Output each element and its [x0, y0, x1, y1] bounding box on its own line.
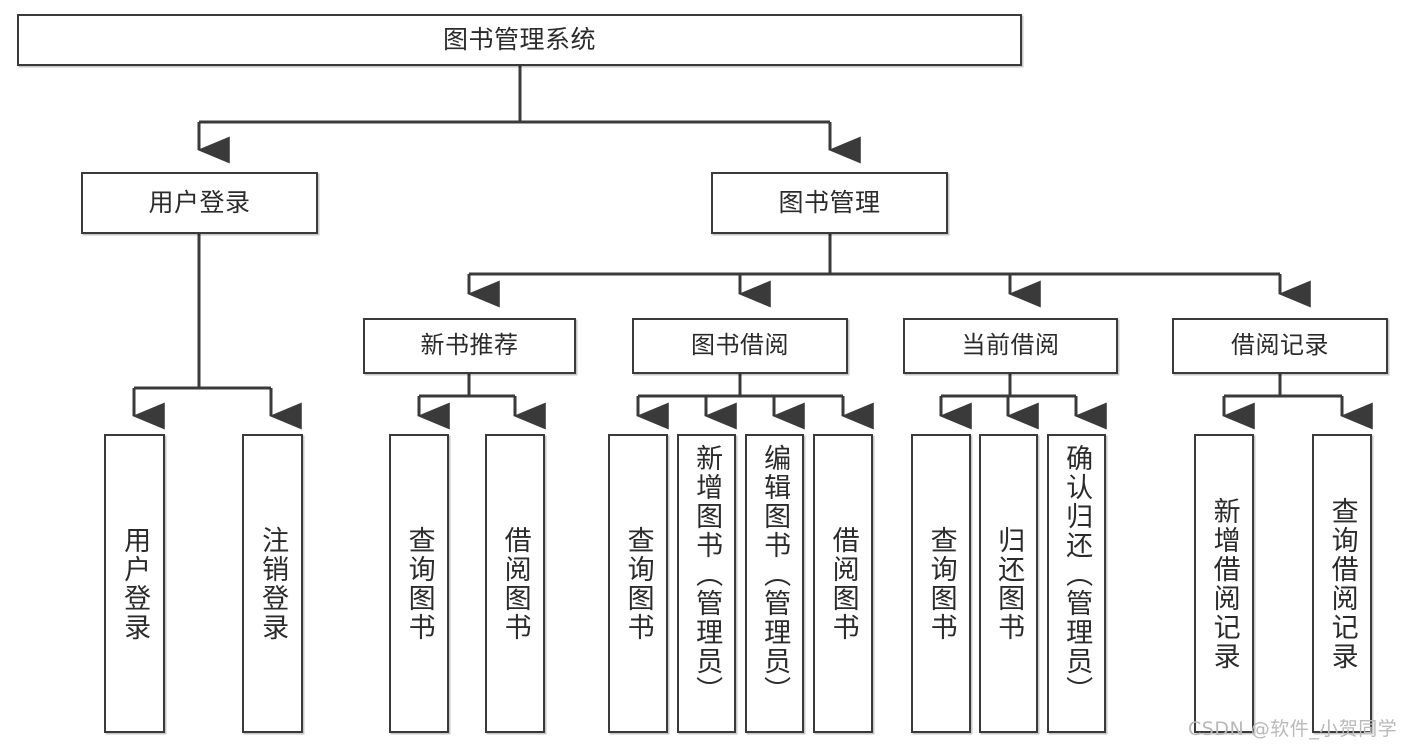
- node-label: 新书推荐: [420, 331, 519, 360]
- node-label: 图书借阅: [691, 331, 789, 360]
- node-current-borrow[interactable]: 当前借阅: [903, 318, 1118, 374]
- node-borrow-record[interactable]: 借阅记录: [1172, 318, 1388, 374]
- node-label: 查询图书: [925, 525, 957, 642]
- node-label: 借阅记录: [1231, 331, 1329, 360]
- node-label: 查询图书: [403, 525, 435, 642]
- leaf-query-book-borrow[interactable]: 查询图书: [608, 434, 668, 733]
- node-label: 用户登录: [148, 187, 251, 217]
- node-user-login[interactable]: 用户登录: [81, 172, 318, 234]
- leaf-user-login[interactable]: 用户登录: [104, 434, 165, 733]
- node-new-book-recommend[interactable]: 新书推荐: [363, 318, 576, 374]
- leaf-borrow-book[interactable]: 借阅图书: [813, 434, 873, 733]
- node-label: 注销登录: [257, 525, 289, 642]
- leaf-add-borrow-record[interactable]: 新增借阅记录: [1194, 434, 1254, 733]
- node-label: 查询图书: [622, 525, 654, 642]
- node-label: 新增借阅记录: [1208, 496, 1240, 671]
- node-label: 编辑图书（管理员）: [759, 444, 791, 705]
- node-label: 查询借阅记录: [1326, 496, 1358, 671]
- node-label: 用户登录: [119, 525, 151, 642]
- node-label: 图书管理: [778, 187, 881, 217]
- node-root-system[interactable]: 图书管理系统: [17, 14, 1022, 66]
- leaf-add-book-admin[interactable]: 新增图书（管理员）: [677, 434, 736, 733]
- node-label: 当前借阅: [961, 331, 1060, 360]
- node-label: 归还图书: [993, 525, 1025, 642]
- node-label: 确认归还（管理员）: [1061, 444, 1093, 705]
- node-book-borrow[interactable]: 图书借阅: [632, 318, 848, 374]
- leaf-query-borrow-record[interactable]: 查询借阅记录: [1312, 434, 1372, 733]
- leaf-return-book[interactable]: 归还图书: [979, 434, 1038, 733]
- leaf-borrow-book-recommend[interactable]: 借阅图书: [485, 434, 545, 733]
- node-label: 借阅图书: [827, 525, 859, 642]
- node-label: 图书管理系统: [442, 24, 596, 54]
- leaf-query-book-current[interactable]: 查询图书: [911, 434, 971, 733]
- watermark: CSDN @软件_小贺同学: [1188, 718, 1398, 740]
- leaf-query-book-recommend[interactable]: 查询图书: [389, 434, 449, 733]
- leaf-edit-book-admin[interactable]: 编辑图书（管理员）: [745, 434, 804, 733]
- leaf-logout[interactable]: 注销登录: [242, 434, 303, 733]
- node-label: 借阅图书: [499, 525, 531, 642]
- node-label: 新增图书（管理员）: [691, 444, 723, 705]
- leaf-confirm-return-admin[interactable]: 确认归还（管理员）: [1047, 434, 1106, 733]
- node-book-management[interactable]: 图书管理: [711, 172, 948, 234]
